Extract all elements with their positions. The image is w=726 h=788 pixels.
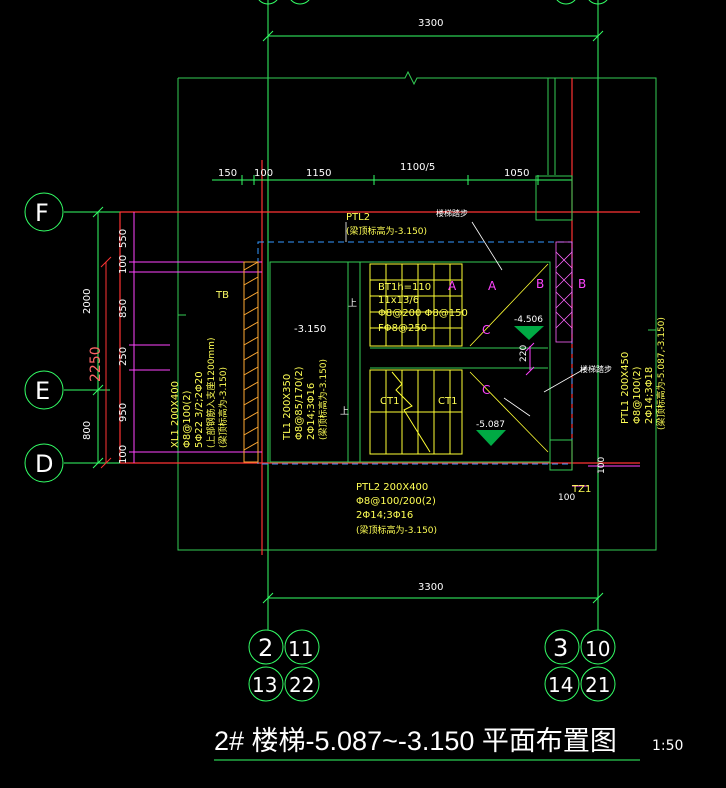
col-bubbles-left [248,629,320,702]
xl1-line3: 5Φ22 3/2;2Φ20 [194,371,205,448]
right-hatched-column [555,241,573,343]
col-label-3: 3 [553,634,568,662]
tz1-label: TZ1 [571,484,591,495]
dim-v-250: 250 [118,347,129,366]
dim-220: 220 [519,345,529,362]
dim-v-950: 950 [118,403,129,422]
row-label-D: D [35,450,53,478]
ct1-label-b: CT1 [438,396,457,407]
dim-100d: 100 [558,493,575,503]
col-label-13: 13 [252,673,277,697]
stair-treads-upper [369,263,463,347]
dim-v-2000: 2000 [82,289,93,314]
dim-v-800: 800 [82,421,93,440]
tl1-line2: Φ8@85/170(2) [294,366,305,440]
bottom-dimension [262,592,604,604]
row-bubble-E: E [24,370,64,410]
col-label-14: 14 [548,673,573,697]
ptl1-line3: 2Φ14;3Φ18 [644,367,655,424]
leader-lines [471,221,587,417]
ptl1-line4: (梁顶标高为-5.087,-3.150) [655,317,667,430]
section-a1: A [448,279,457,293]
stair-treads-lower [369,369,463,455]
dim-v-850: 850 [118,299,129,318]
tb-hatched-wall [243,261,259,463]
row-label-E: E [35,377,50,405]
tl1-line1: TL1 200X350 [282,374,293,441]
dim-v-100a: 100 [118,255,129,274]
top-grid-bubbles [258,0,608,5]
left-dimensions [129,212,262,463]
xl1-line4: (上部钢筋入支座1200mm) [205,338,217,448]
up-arrow-label-1: 上 [348,298,357,309]
bt1-line4: FΦ8@250 [378,323,427,334]
tb-label: TB [215,290,229,301]
dim-top-total: 3300 [418,18,443,29]
row-bubble-D: D [24,443,64,483]
dim-v-100b: 100 [118,445,129,464]
ptl1-line2: Φ8@100(2) [632,366,643,424]
col-label-21: 21 [585,673,610,697]
xl1-line2: Φ8@100(2) [182,390,193,448]
grid-axis-lines [64,0,640,630]
dim-100: 100 [254,168,273,179]
ptl2-top-note: (梁顶标高为-3.150) [346,225,427,237]
stair-walls [269,261,551,463]
magenta-marks [525,342,640,487]
top-right-box [535,175,573,471]
stair-step-label-top: 楼梯踏步 [436,208,468,218]
ptl1-line1: PTL1 200X450 [620,352,631,424]
dim-1150: 1150 [306,168,331,179]
section-c1: C [482,323,490,337]
up-arrow-label-2: 上 [340,406,349,417]
ptl2-bottom-line2: Φ8@100/200(2) [356,496,436,507]
bt1-line2: 11x13/6 [378,295,419,306]
section-b1: B [536,277,544,291]
red-axes [119,78,640,555]
level-3150: -3.150 [294,324,326,335]
ptl2-top-label: PTL2 [346,212,370,223]
level-marker-4506 [514,326,544,340]
col-bubbles-right [544,629,616,702]
ct1-label-a: CT1 [380,396,399,407]
drawing-title: 2# 楼梯-5.087~-3.150 平面布置图 [214,726,617,756]
level-5087: -5.087 [476,420,505,430]
bt1-line3: Φ8@200 Φ8@150 [378,308,468,319]
dim-1050: 1050 [504,168,529,179]
dim-1100-5: 1100/5 [400,162,435,173]
ptl2-bottom-line1: PTL2 200X400 [356,482,428,493]
tl1-line3: 2Φ14;3Φ16 [306,383,317,440]
dim-v-2250: 2250 [88,346,104,382]
dim-v-550: 550 [118,229,129,248]
outer-wall [177,70,657,551]
ptl2-bottom-line4: (梁顶标高为-3.150) [356,524,437,536]
left-dimensions-green [92,206,104,469]
col-label-11: 11 [288,637,313,661]
segment-dimension-line [212,175,572,185]
section-c2: C [482,383,490,397]
section-b2: B [578,277,586,291]
col-label-2: 2 [258,634,273,662]
dim-150: 150 [218,168,237,179]
level-4506: -4.506 [514,315,543,325]
row-bubble-F: F [24,192,64,232]
drawing-scale: 1:50 [652,738,683,754]
level-marker-5087 [476,430,506,446]
landing-diagonals [469,263,549,453]
dim-bottom-total: 3300 [418,582,443,593]
xl1-line1: XL1 200X400 [170,381,181,448]
top-dimension [262,30,604,42]
ptl2-bottom-line3: 2Φ14;3Φ16 [356,510,413,521]
row-label-F: F [35,199,49,227]
col-label-22: 22 [289,673,314,697]
dim-100c: 100 [597,457,607,474]
left-dimension-red [100,256,112,469]
bt1-line1: BT1h=110 [378,282,431,293]
tl1-line4: (梁顶标高为-3.150) [317,359,329,440]
stair-step-label-right: 楼梯踏步 [580,364,612,374]
col-label-10: 10 [585,637,610,661]
section-a2: A [488,279,497,293]
xl1-line5: (梁顶标高为-3.150) [217,367,229,448]
